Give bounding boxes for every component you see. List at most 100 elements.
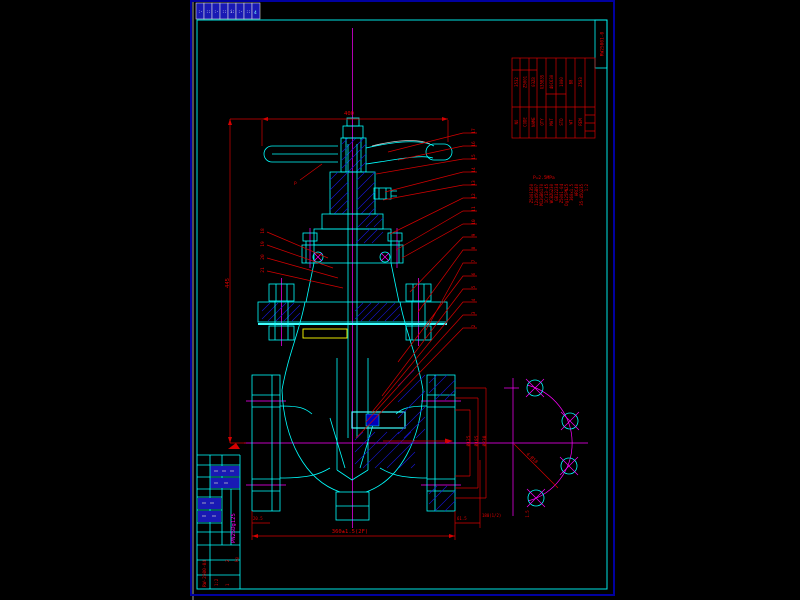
balloon-number: 14	[471, 167, 477, 173]
title-mass: kg	[234, 557, 239, 562]
drawing-number-text: RW25001-0	[600, 32, 606, 57]
stamp-cell-text: :·	[198, 9, 203, 14]
stamp-cell: i:	[227, 2, 237, 20]
dim-top-width: 400	[344, 111, 354, 117]
dim-marker: P	[294, 181, 297, 187]
inner-border	[196, 19, 608, 590]
stamp-cell: :·	[195, 2, 205, 20]
stamp-cell-text: 4	[254, 10, 257, 16]
parts-table: 3532 Z5001 03Z8 G35B3S 40C630 1000 B8 Z5…	[511, 57, 596, 139]
dim-right-far: 180(1/2)	[482, 513, 501, 518]
gland-side-bolt	[373, 187, 392, 200]
drawing-number-box: RW25001-0	[594, 19, 608, 69]
note-line: M12GB6170	[539, 183, 544, 205]
bolt-view-sub: 1.5	[525, 510, 530, 518]
title-sheet: 1	[225, 583, 230, 586]
title-block: PN25Dg125 RW-2500-04 1:2 1 2 kg	[197, 443, 241, 589]
dim-height: 445	[225, 278, 231, 288]
stamp-cell-text: i:	[230, 9, 235, 14]
parts-col: Z593	[578, 77, 583, 87]
title-qty: 2	[225, 559, 230, 562]
stamp-cell: :·	[235, 2, 245, 20]
balloon-number: 16	[471, 141, 477, 147]
bolt-view-label: 4-Ø18	[525, 451, 540, 465]
balloon-number: 10	[471, 219, 477, 225]
parts-header: STD	[559, 118, 564, 126]
balloon-number: 7	[471, 259, 477, 262]
title-code: RW-2500-04	[202, 560, 208, 587]
stamp-cell-text: :·	[238, 9, 243, 14]
handwheel	[263, 117, 453, 173]
dim-d3: Ø230	[481, 435, 488, 446]
handwheel-highlight	[371, 140, 431, 147]
title-bar	[198, 498, 221, 509]
parts-col: 1000	[559, 77, 564, 87]
bonnet-bolt-right	[405, 283, 432, 302]
valve-body	[251, 301, 456, 521]
balloon-number: 15	[471, 154, 477, 160]
parts-header: CODE	[523, 117, 528, 127]
stamp-cell: ::	[203, 2, 213, 20]
parts-col: G35B3S	[540, 74, 545, 89]
parts-col: 3532	[514, 77, 519, 87]
note-line: 1:2	[584, 183, 589, 191]
stamp-strip: :· :: :· :: i: :· :: 4	[195, 2, 261, 20]
parts-header: NAME	[531, 117, 536, 127]
parts-col: B8	[569, 79, 574, 84]
note-line: Z5001350	[529, 183, 534, 203]
pipe-flange-left	[251, 374, 281, 512]
gasket	[302, 328, 348, 339]
balloon-number: 12	[471, 193, 477, 199]
seat-detail-box	[351, 411, 406, 429]
note-line: Dg125PN25	[564, 183, 569, 205]
stamp-cell: ::	[219, 2, 229, 20]
balloon-number: 17	[471, 128, 477, 134]
dim-face-to-face: 360±1.5(2F)	[332, 529, 368, 535]
stamp-cell: :·	[211, 2, 221, 20]
bolt-circle-view: 4-Ø18 1.5	[504, 378, 580, 518]
bolt-circle-arc	[526, 384, 573, 502]
balloon-number: 9	[471, 233, 477, 236]
gland-eye-left	[312, 251, 324, 263]
parts-header: NO	[514, 119, 519, 124]
balloon-number: 20	[260, 254, 266, 260]
balloon-number: 11	[471, 206, 477, 212]
note-line: WCBZG230	[549, 183, 554, 203]
revision-mark	[228, 443, 240, 449]
balloon-number: 13	[471, 180, 477, 186]
parts-header: QTY	[540, 118, 545, 126]
note-line: 360x1.5	[569, 183, 574, 200]
stamp-cell-text: ::	[206, 9, 211, 14]
tech-notes: P=2.5MPa Z5001350 12x45GB97 M12GB6170 1C…	[529, 175, 589, 206]
balloon-number: 5	[471, 285, 477, 288]
stuffing-box-flange	[301, 244, 404, 264]
bolt-hole	[527, 489, 545, 507]
stamp-cell-text: :·	[214, 9, 219, 14]
parts-header: MAT	[549, 118, 554, 126]
bonnet-bolt-left	[268, 283, 295, 302]
note-line: HRC40	[574, 183, 579, 196]
title-scale: 1:2	[214, 578, 219, 586]
dim-left-small: 20.5	[253, 516, 263, 521]
parts-col: 40C630	[549, 74, 554, 89]
outer-border	[190, 0, 615, 596]
parts-col: 03Z8	[531, 77, 536, 87]
note-line: 35-45Q235	[579, 183, 584, 205]
balloon-number: 6	[471, 272, 477, 275]
pipe-flange-right	[426, 374, 456, 512]
stamp-cell-text: ::	[246, 9, 251, 14]
note-line: GB12234	[554, 183, 559, 200]
balloon-leaders-left: 18 19 20 21	[260, 228, 344, 289]
stamp-cell-text: ::	[222, 9, 227, 14]
balloon-number: 19	[260, 241, 266, 247]
balloon-number: 2	[471, 324, 477, 327]
bolt-hole	[526, 379, 544, 397]
dim-d2: Ø185	[473, 435, 480, 446]
note-line: Z5001-04	[559, 183, 564, 203]
balloon-number: 8	[471, 246, 477, 249]
bolt-hole	[561, 412, 579, 430]
notes-title: P=2.5MPa	[533, 175, 555, 181]
parts-header: WT	[569, 119, 574, 124]
